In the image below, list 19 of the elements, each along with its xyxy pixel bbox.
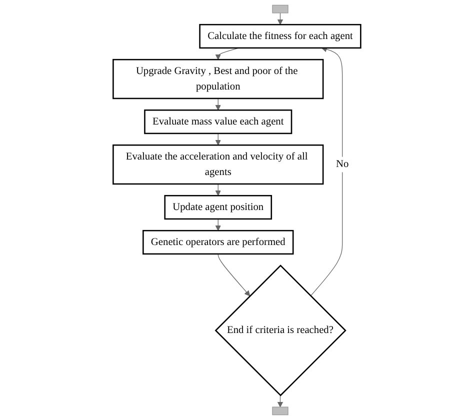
node-box: Genetic operators are performed	[142, 230, 294, 255]
arrow	[218, 254, 250, 296]
node-diamond: End if criteria is reached?	[214, 264, 346, 396]
node-box: Evaluate the acceleration and velocity of all agents	[112, 144, 324, 185]
node-box: Upgrade Gravity , Best and poor of the population	[112, 58, 324, 100]
arrow	[215, 184, 222, 196]
arrow	[215, 133, 222, 146]
arrow	[215, 98, 222, 110]
arrow	[277, 395, 284, 408]
node-box	[272, 406, 288, 416]
node-box: Evaluate mass value each agent	[144, 109, 292, 134]
arrow	[277, 12, 284, 25]
arrow	[215, 48, 240, 60]
node-box: Calculate the fitness for each agent	[199, 24, 362, 49]
node-box	[272, 4, 288, 14]
arrow	[310, 46, 343, 296]
edge-label: No	[336, 158, 349, 170]
node-box: Update agent position	[164, 194, 272, 220]
arrow	[215, 218, 222, 231]
